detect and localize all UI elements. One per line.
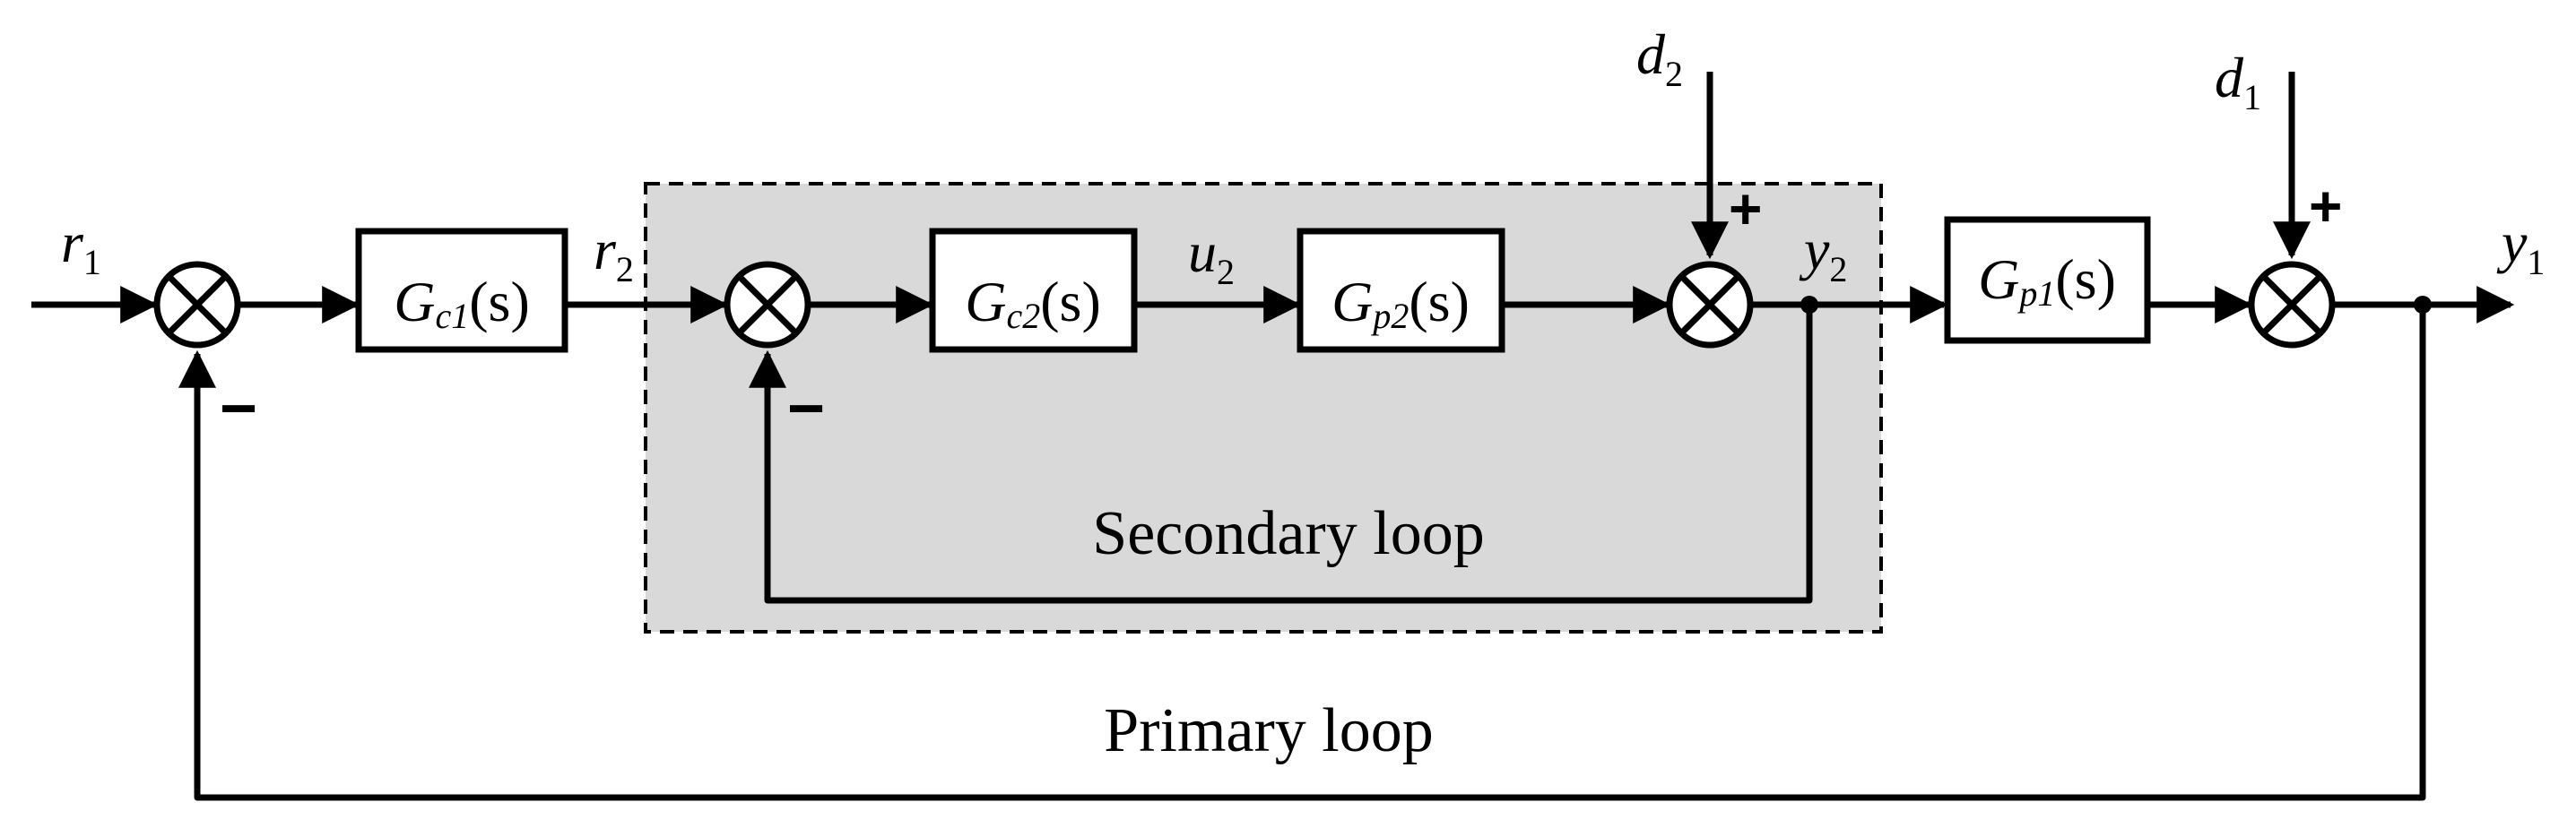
- signal-label-d2: d2: [1636, 22, 1683, 94]
- block-gp2-label: Gp2(s): [1331, 270, 1470, 337]
- junction-y1: [2414, 296, 2432, 314]
- sum-junction-3: [1666, 261, 1754, 349]
- block-gc2-label: Gc2(s): [965, 270, 1101, 337]
- signal-label-d1: d1: [2215, 46, 2261, 117]
- sum-junction-2: [724, 261, 811, 349]
- signal-label-r1: r1: [61, 211, 101, 282]
- sum3-plus-sign: +: [1729, 177, 1762, 241]
- wire-primary-feedback: [178, 305, 2426, 801]
- junction-y2: [1800, 296, 1818, 314]
- block-gc1: [355, 228, 568, 353]
- signal-wires: [31, 72, 2515, 801]
- secondary-loop-label: Secondary loop: [1092, 499, 1484, 568]
- block-gc2: [929, 228, 1138, 353]
- signal-label-y1: y1: [2496, 211, 2545, 282]
- block-gp2: [1297, 228, 1505, 353]
- block-gc1-label: Gc1(s): [394, 270, 530, 337]
- primary-loop-label: Primary loop: [1104, 696, 1433, 765]
- signal-label-r2: r2: [594, 218, 634, 289]
- signal-label-y2: y2: [1799, 218, 1847, 289]
- sum-junction-4: [2248, 261, 2336, 349]
- secondary-loop-region: [644, 182, 1883, 634]
- block-gp1-label: Gp1(s): [1978, 247, 2116, 315]
- sum1-minus-sign: −: [220, 373, 257, 444]
- block-gp1: [1944, 216, 2151, 344]
- wire-secondary-feedback: [749, 305, 1813, 604]
- sum4-plus-sign: +: [2309, 174, 2342, 238]
- sum2-minus-sign: −: [787, 373, 825, 444]
- signal-label-u2: u2: [1188, 220, 1235, 292]
- sum-junction-1: [153, 261, 241, 349]
